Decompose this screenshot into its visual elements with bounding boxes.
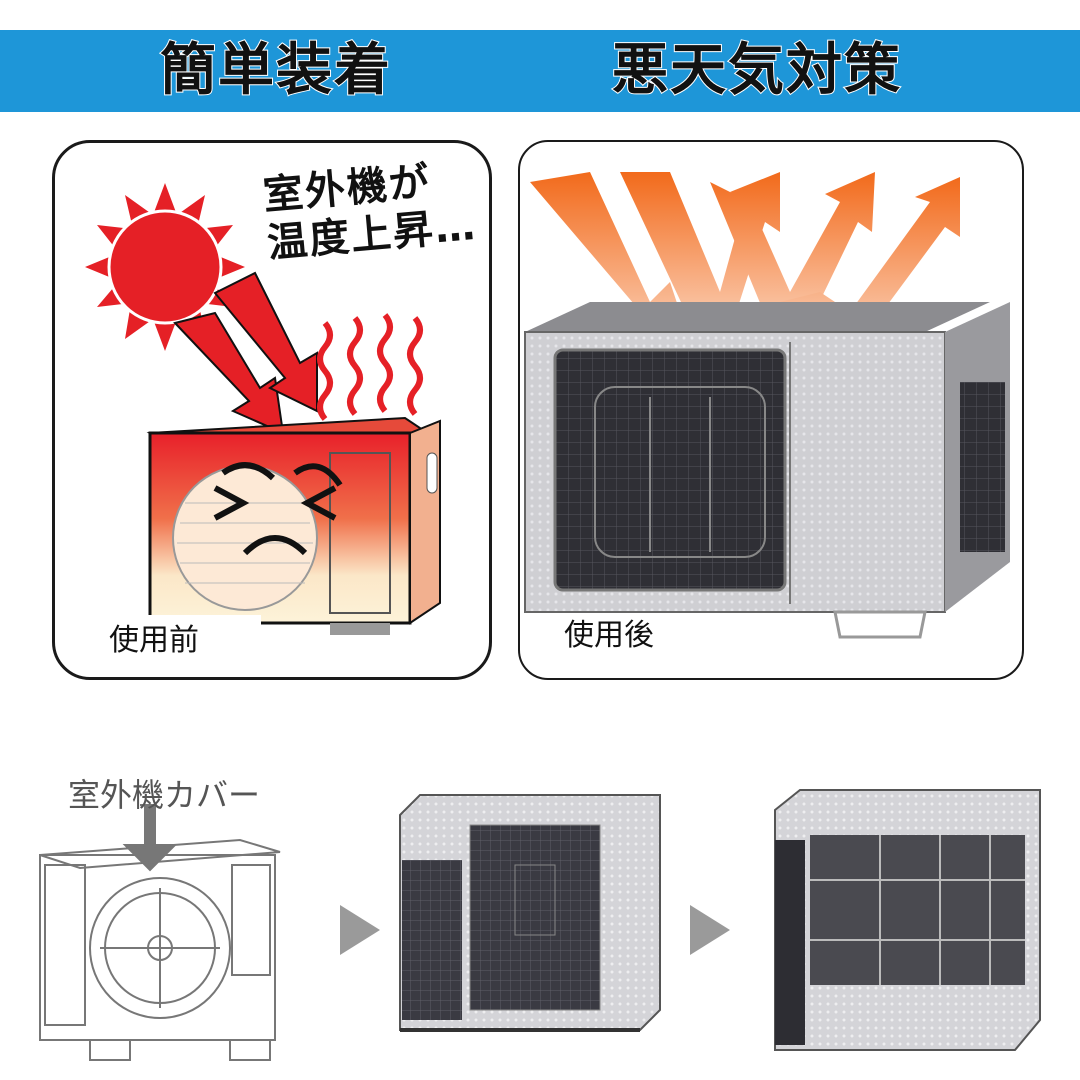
covered-ac-unit-illustration: [524, 172, 1010, 639]
installed-cover-icon: [774, 789, 1041, 1051]
temperature-rise-text: 室外機が 温度上昇…: [261, 154, 479, 268]
ac-unit-icon: [146, 416, 441, 635]
covered-unit-icon: [524, 302, 1010, 639]
heat-waves-icon: [317, 313, 423, 421]
next-arrow-icon: [340, 905, 380, 955]
installation-steps: [39, 789, 1041, 1061]
hot-ac-unit-illustration: [85, 183, 441, 635]
before-use-panel: 室外機が 温度上昇… 使用前: [52, 140, 492, 680]
before-use-label: 使用前: [97, 615, 261, 667]
after-use-panel: 使用後: [518, 140, 1024, 680]
after-use-label: 使用後: [564, 618, 654, 653]
cover-fitting-icon: [399, 794, 661, 1032]
bad-weather-title: 悪天気対策: [611, 37, 902, 104]
outdoor-unit-diagram: [39, 804, 281, 1061]
deflected-heat-arrows-icon: [530, 172, 960, 342]
top-banner: 簡単装着 悪天気対策: [0, 30, 1080, 112]
outdoor-unit-cover-label: 室外機カバー: [68, 776, 261, 814]
sun-icon: [85, 183, 245, 351]
next-arrow-icon: [690, 905, 730, 955]
easy-install-title: 簡単装着: [159, 37, 392, 104]
